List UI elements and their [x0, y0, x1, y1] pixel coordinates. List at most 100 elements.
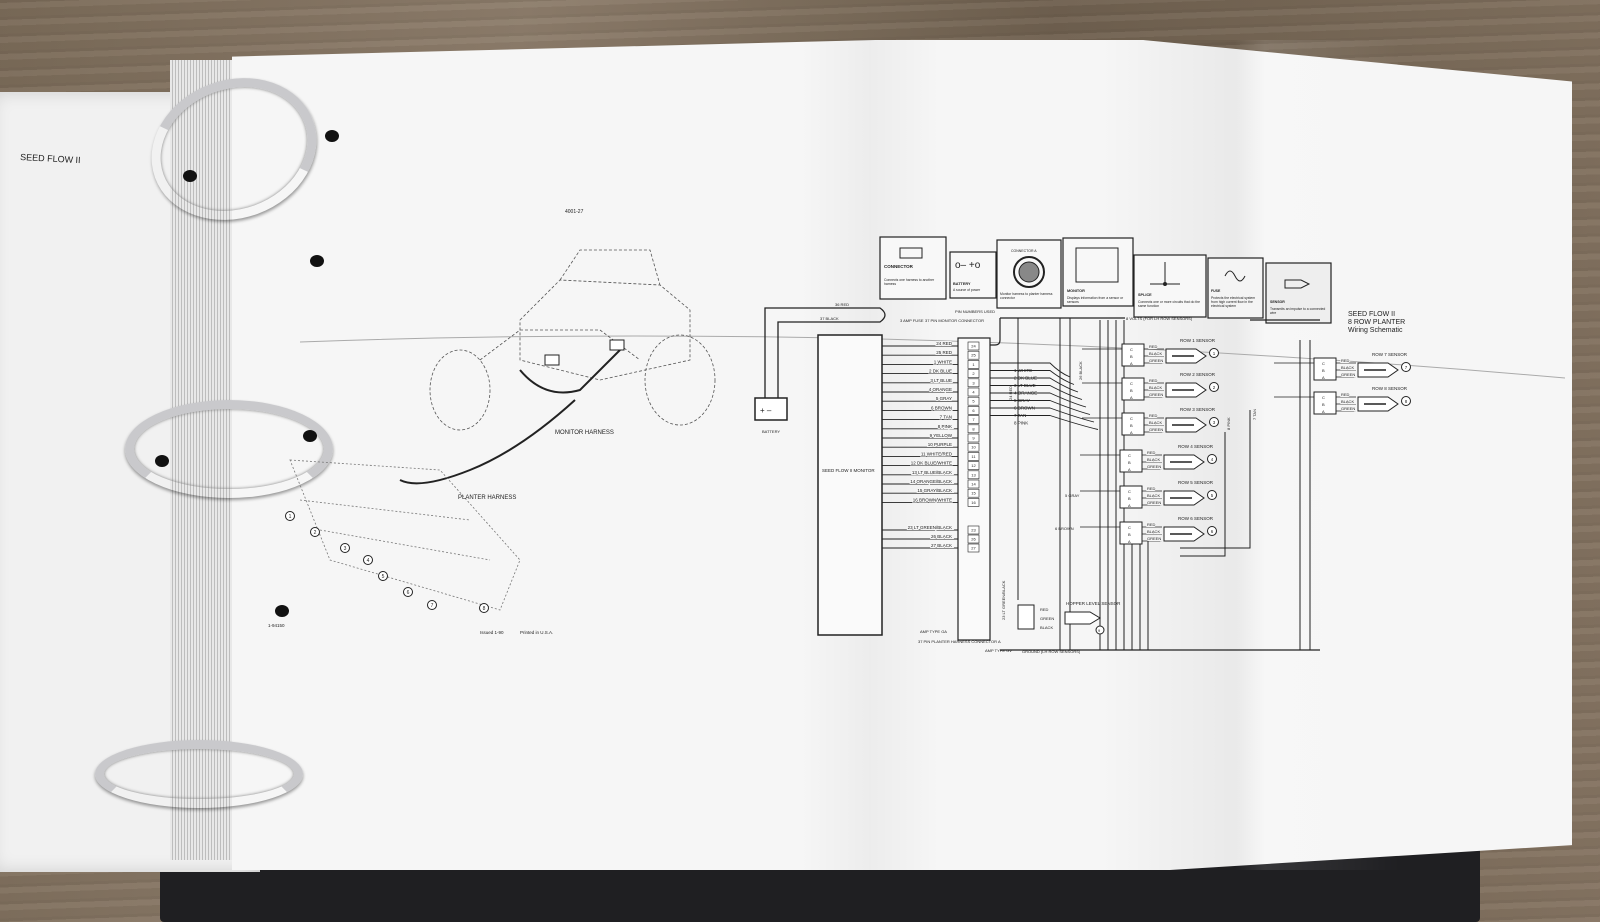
pin-number: 9 — [972, 436, 975, 441]
svg-text:6: 6 — [1211, 529, 1214, 534]
svg-text:C: C — [1322, 361, 1325, 366]
round-connector-icon — [1013, 256, 1045, 288]
fuse-icon — [1224, 270, 1246, 282]
battery-wires — [764, 307, 845, 398]
svg-text:GREEN: GREEN — [1147, 464, 1161, 469]
pin-number: 25 — [971, 353, 976, 358]
svg-text:7: 7 — [431, 603, 434, 609]
svg-text:4: 4 — [1211, 457, 1214, 462]
monitor-connector-label: 37 PIN MONITOR CONNECTOR — [925, 318, 984, 323]
svg-text:GREEN: GREEN — [1149, 427, 1163, 432]
svg-text:CONNECTOR: CONNECTOR — [884, 264, 914, 269]
binder-ring-bottom — [95, 740, 303, 808]
title-line-2: 8 ROW PLANTER — [1348, 319, 1405, 326]
legend-monitor-desc: Displays information from a sensor or se… — [1067, 296, 1124, 304]
svg-text:GREEN: GREEN — [1149, 392, 1163, 397]
pin-number: 10 — [971, 445, 976, 450]
legend-splice: SPLICE — [1133, 254, 1207, 318]
legend-connector: CONNECTOR — [879, 236, 947, 300]
pin-number: 12 — [971, 463, 976, 468]
svg-text:2: 2 — [1213, 385, 1216, 390]
pin-number: 23 — [971, 528, 976, 533]
title-line-3: Wiring Schematic — [1348, 327, 1403, 334]
hopper-level-sensor: HOPPER LEVEL SENSOR 9 RED GREEN BLACK — [1017, 601, 1121, 635]
svg-text:ROW 4 SENSOR: ROW 4 SENSOR — [1178, 444, 1214, 449]
svg-text:BLACK: BLACK — [1149, 351, 1162, 356]
svg-text:RED: RED — [1147, 450, 1156, 455]
pin-number: 26 — [971, 537, 976, 542]
svg-text:C: C — [1130, 347, 1133, 352]
wire-label: 7 TAN — [940, 415, 952, 420]
svg-text:A: A — [1130, 361, 1133, 366]
svg-text:BLACK: BLACK — [1341, 399, 1354, 404]
wire-label: 23 LT GREEN/BLACK — [1001, 580, 1006, 620]
legend-sensor: SENSOR — [1265, 262, 1332, 324]
wire-label: 15 GRAY/BLACK — [917, 488, 952, 493]
svg-text:7: 7 — [1405, 365, 1408, 370]
svg-text:A: A — [1130, 430, 1133, 435]
svg-text:A: A — [1128, 539, 1131, 544]
planter-row-units — [289, 459, 521, 611]
legend-connector-a: CONNECTOR A — [996, 239, 1062, 309]
monitor-harness-label: MONITOR HARNESS — [555, 430, 614, 436]
wire-label: 4 ORANGE — [929, 387, 952, 392]
svg-text:ROW 3 SENSOR: ROW 3 SENSOR — [1180, 407, 1216, 412]
punch-hole — [275, 605, 289, 617]
pin-number: 24 — [971, 344, 976, 349]
pin-number: 6 — [972, 408, 975, 413]
wire-label: 2 DK BLUE — [929, 369, 952, 374]
wire-label: 10 PURPLE — [928, 442, 952, 447]
svg-text:BLACK: BLACK — [1147, 493, 1160, 498]
wire-label: 1 WHITE — [934, 359, 952, 364]
svg-text:ROW 5 SENSOR: ROW 5 SENSOR — [1178, 480, 1214, 485]
wire-label: 9 YELLOW — [930, 433, 953, 438]
legend-battery-desc: A source of power — [953, 288, 981, 292]
svg-text:A: A — [1128, 503, 1131, 508]
svg-text:ROW 1 SENSOR: ROW 1 SENSOR — [1180, 338, 1216, 343]
wire-label: 26 BLACK — [931, 534, 952, 539]
battery-label: BATTERY — [762, 429, 780, 434]
legend-monitor: MONITOR — [1062, 237, 1134, 307]
svg-text:ROW 2 SENSOR: ROW 2 SENSOR — [1180, 372, 1216, 377]
legend-sensor-desc: Transmits an impulse to a connected wire — [1270, 307, 1326, 315]
svg-text:GREEN: GREEN — [1341, 406, 1355, 411]
svg-text:SPLICE: SPLICE — [1138, 293, 1152, 297]
monitor-label: SEED FLOW II MONITOR — [822, 468, 875, 473]
amp-type-gv-label: AMP TYPE GV — [985, 648, 1012, 653]
monitor-screen-icon — [1075, 247, 1119, 283]
wire-label: 27 BLACK — [931, 543, 952, 548]
svg-text:C: C — [1130, 381, 1133, 386]
legend-battery: o– +o BATTERY — [949, 251, 997, 299]
svg-text:RED: RED — [1341, 358, 1350, 363]
svg-text:B: B — [1130, 423, 1133, 428]
pin-number: 5 — [972, 399, 975, 404]
footer-issued: Issued 1-90 — [480, 630, 504, 635]
svg-text:B: B — [1128, 532, 1131, 537]
punch-hole — [183, 170, 197, 182]
svg-text:8: 8 — [483, 606, 486, 612]
svg-text:RED: RED — [1341, 392, 1350, 397]
punch-hole — [325, 130, 339, 142]
pin-number: 27 — [971, 546, 976, 551]
svg-text:B: B — [1130, 388, 1133, 393]
svg-text:5: 5 — [382, 574, 385, 580]
wire-label: 24 RED — [936, 341, 953, 346]
wire-label: 5 GRAY — [1065, 493, 1080, 498]
wire-label: 14 ORANGE/BLACK — [910, 479, 952, 484]
svg-text:A: A — [1322, 409, 1325, 414]
planter-harness-label: PLANTER HARNESS — [458, 495, 516, 501]
svg-text:RED: RED — [1149, 378, 1158, 383]
wire-label: 8 PINK — [1226, 417, 1231, 430]
svg-text:GREEN: GREEN — [1147, 536, 1161, 541]
wire-label: 25 RED — [936, 350, 953, 355]
svg-text:BLACK: BLACK — [1149, 385, 1162, 390]
svg-text:C: C — [1130, 416, 1133, 421]
schematic-page — [232, 40, 1572, 870]
svg-text:B: B — [1130, 354, 1133, 359]
svg-text:BLACK: BLACK — [1040, 625, 1053, 630]
svg-text:B: B — [1128, 460, 1131, 465]
